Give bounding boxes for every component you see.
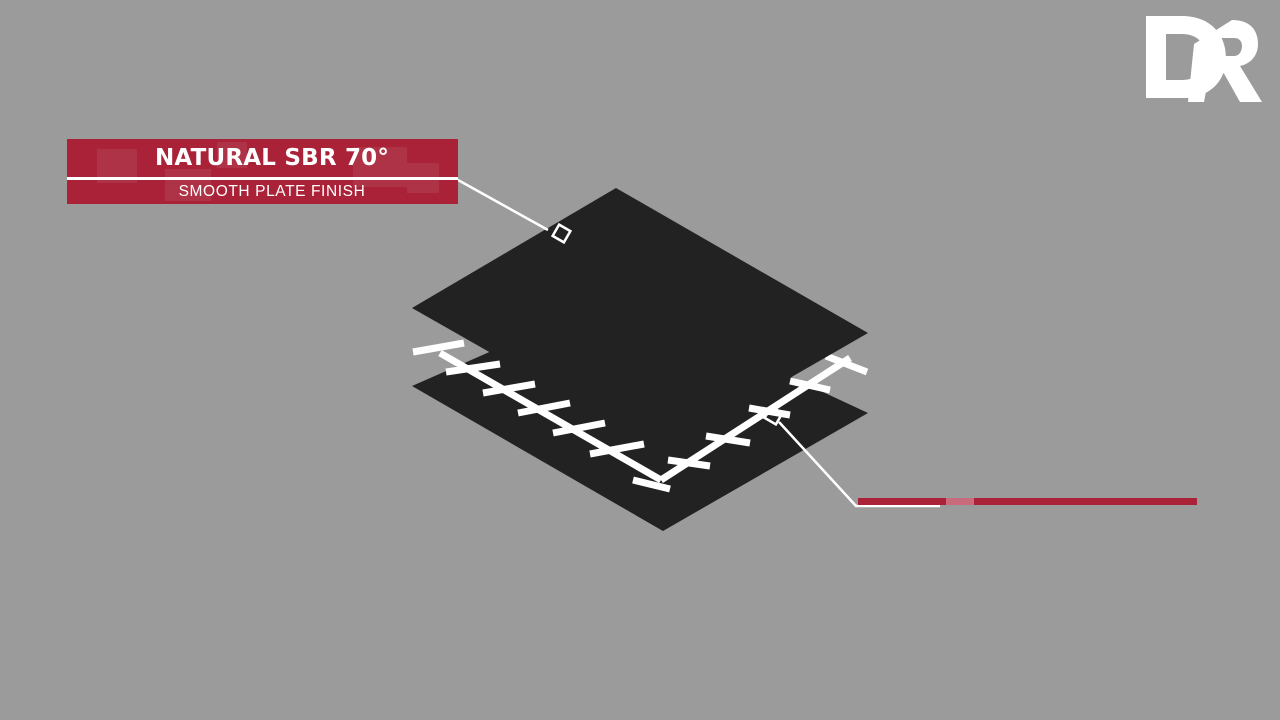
callout-top-marker [550, 222, 573, 245]
callout-top-label: NATURAL SBR 70° SMOOTH PLATE FINISH [67, 139, 458, 204]
callout-top-pointer [457, 178, 573, 245]
callout-bottom-label-bar [858, 498, 1197, 505]
label-divider [67, 177, 458, 180]
label-texture [217, 142, 247, 168]
top-rubber-layer [412, 188, 868, 451]
label-subtitle: SMOOTH PLATE FINISH [178, 183, 366, 200]
callout-bottom-label-highlight [946, 498, 974, 505]
label-title: NATURAL SBR 70° [154, 145, 390, 171]
dr-logo [1146, 16, 1262, 102]
callout-bottom-marker [762, 404, 785, 427]
logo-letter-r [1188, 20, 1262, 102]
callout-bottom-pointer [762, 404, 940, 508]
label-texture [165, 169, 211, 201]
label-texture [353, 147, 407, 187]
